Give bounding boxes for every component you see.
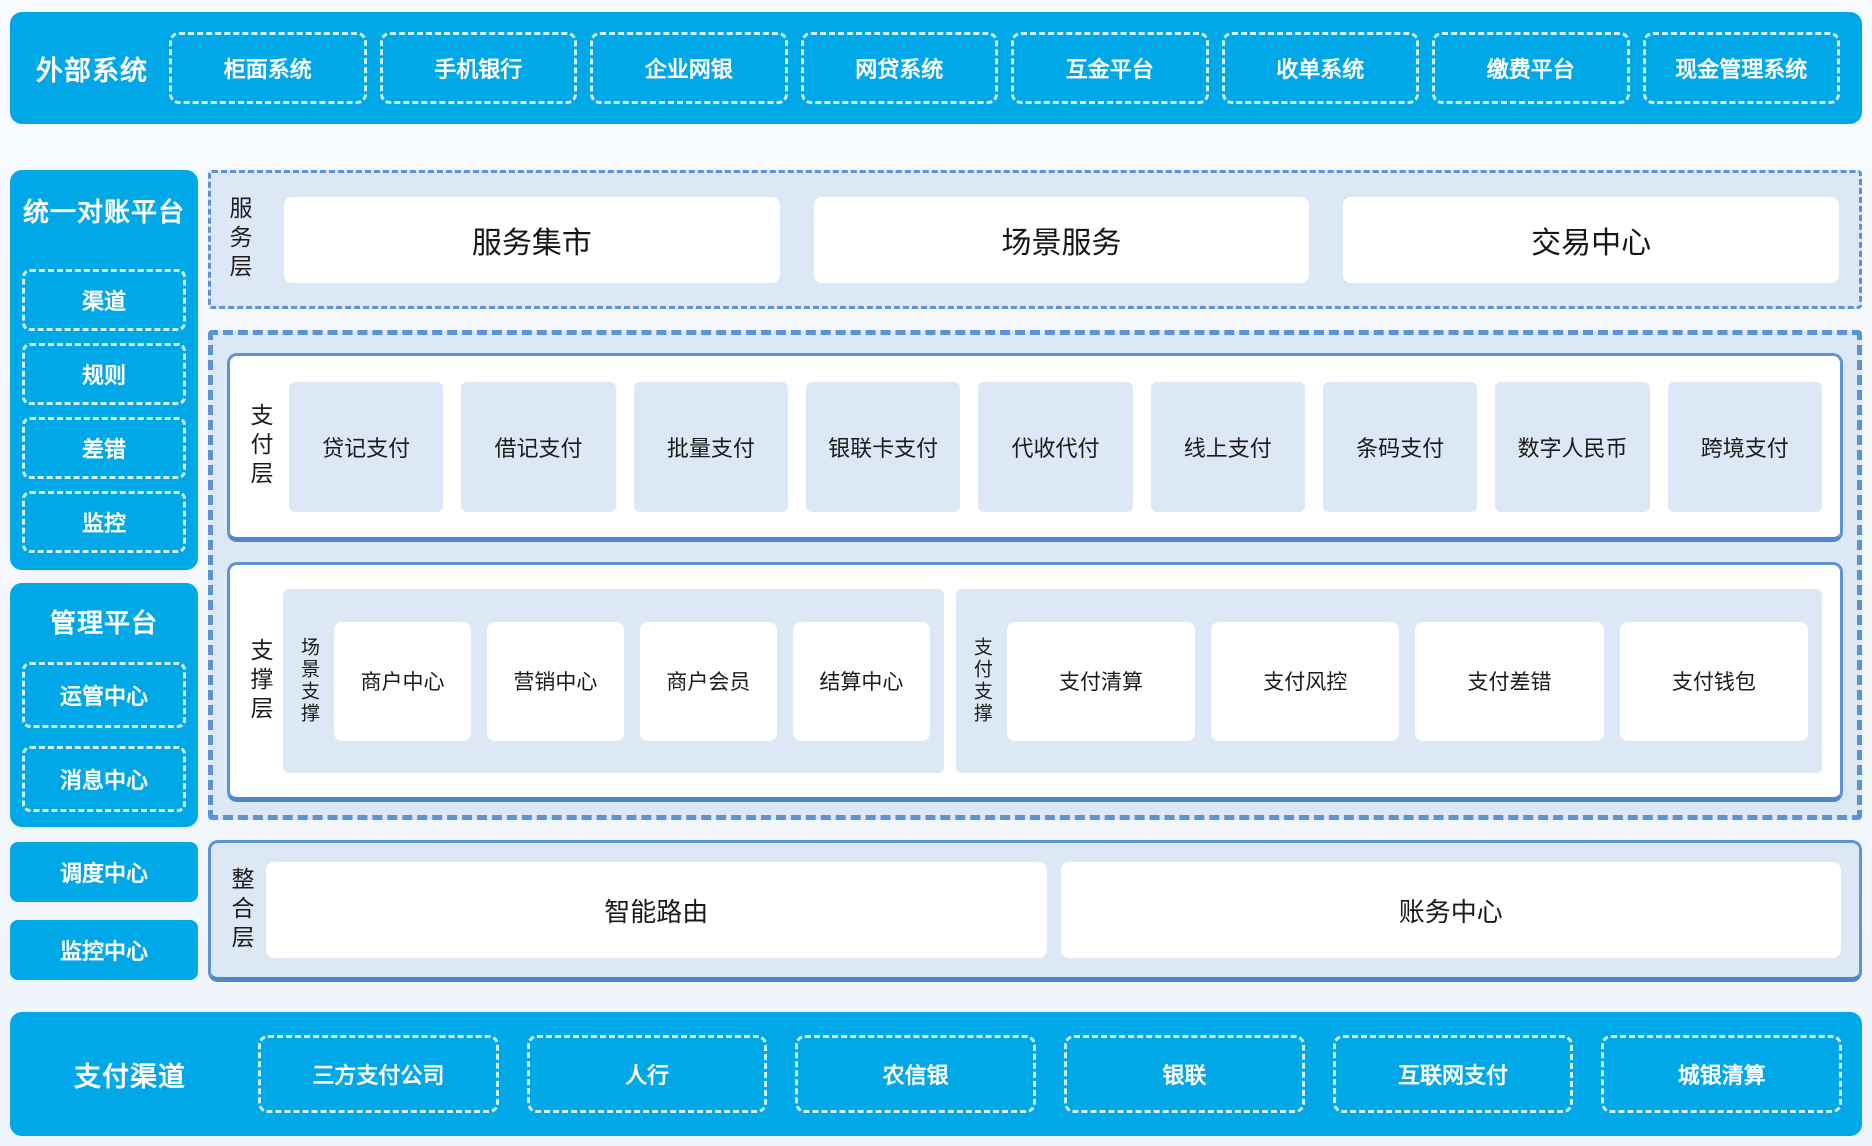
recon-platform-title: 统一对账平台 bbox=[22, 197, 185, 227]
integration-layer: 整合层 智能路由 账务中心 bbox=[208, 840, 1862, 982]
main-layers: 服务层 服务集市 场景服务 交易中心 支付层 贷记支付 借记支付 批量支付 银联… bbox=[208, 170, 1862, 982]
scene-support-node: 商户会员 bbox=[639, 621, 777, 741]
external-system-node: 手机银行 bbox=[379, 32, 577, 104]
payment-node: 贷记支付 bbox=[289, 381, 444, 512]
service-node: 场景服务 bbox=[813, 196, 1310, 283]
payment-channels-label: 支付渠道 bbox=[74, 1061, 186, 1092]
payment-node: 借记支付 bbox=[461, 381, 616, 512]
payment-support-node: 支付差错 bbox=[1415, 621, 1604, 741]
mgmt-platform-panel: 管理平台 运管中心 消息中心 bbox=[10, 583, 198, 827]
middle-region: 统一对账平台 渠道 规则 差错 监控 管理平台 运管中心 消息中心 调度中心 监… bbox=[10, 170, 1862, 982]
payment-support-wrapper: 支付层 贷记支付 借记支付 批量支付 银联卡支付 代收代付 线上支付 条码支付 … bbox=[208, 330, 1862, 820]
payment-node: 银联卡支付 bbox=[805, 381, 961, 512]
integration-layer-label: 整合层 bbox=[228, 866, 254, 954]
integration-node: 账务中心 bbox=[1060, 862, 1841, 958]
support-layer: 支撑层 场景支撑 商户中心 营销中心 商户会员 结算中心 支付支撑 支付清算 bbox=[227, 562, 1843, 802]
payment-node: 条码支付 bbox=[1322, 381, 1478, 512]
payment-channel-node: 互联网支付 bbox=[1332, 1035, 1574, 1113]
payment-channel-node: 银联 bbox=[1064, 1035, 1305, 1113]
scene-support-label: 场景支撑 bbox=[298, 637, 319, 725]
scene-support-node: 结算中心 bbox=[792, 621, 930, 741]
service-layer-label: 服务层 bbox=[226, 196, 252, 283]
dispatch-center-node: 调度中心 bbox=[10, 842, 198, 902]
integration-node: 智能路由 bbox=[266, 862, 1047, 958]
service-node: 交易中心 bbox=[1343, 196, 1840, 283]
recon-node: 差错 bbox=[22, 417, 186, 479]
scene-support-group: 场景支撑 商户中心 营销中心 商户会员 结算中心 bbox=[283, 589, 944, 773]
external-system-node: 互金平台 bbox=[1011, 32, 1209, 104]
scene-support-node: 商户中心 bbox=[334, 621, 471, 741]
payment-layer-label: 支付层 bbox=[247, 403, 273, 490]
scene-support-node: 营销中心 bbox=[486, 621, 624, 741]
recon-node: 渠道 bbox=[22, 269, 186, 331]
monitor-center-node: 监控中心 bbox=[10, 920, 198, 980]
external-system-node: 现金管理系统 bbox=[1642, 32, 1840, 104]
external-system-node: 网贷系统 bbox=[800, 32, 998, 104]
payment-layer: 支付层 贷记支付 借记支付 批量支付 银联卡支付 代收代付 线上支付 条码支付 … bbox=[227, 353, 1843, 542]
mgmt-node: 运管中心 bbox=[22, 662, 186, 728]
external-system-node: 企业网银 bbox=[590, 32, 788, 104]
external-systems-bar: 外部系统 柜面系统 手机银行 企业网银 网贷系统 互金平台 收单系统 缴费平台 … bbox=[10, 12, 1862, 124]
payment-node: 数字人民币 bbox=[1495, 381, 1650, 512]
support-groups: 场景支撑 商户中心 营销中心 商户会员 结算中心 支付支撑 支付清算 支付风控 … bbox=[283, 589, 1822, 773]
external-system-node: 缴费平台 bbox=[1432, 32, 1630, 104]
payment-support-group: 支付支撑 支付清算 支付风控 支付差错 支付钱包 bbox=[955, 589, 1822, 773]
payment-node: 批量支付 bbox=[633, 381, 788, 512]
payment-support-node: 支付清算 bbox=[1006, 621, 1196, 741]
payment-support-node: 支付风控 bbox=[1211, 621, 1400, 741]
payment-channels-bar: 支付渠道 三方支付公司 人行 农信银 银联 互联网支付 城银清算 bbox=[10, 1012, 1862, 1136]
payment-channel-node: 城银清算 bbox=[1601, 1035, 1843, 1113]
payment-node: 代收代付 bbox=[978, 381, 1133, 512]
external-systems-label: 外部系统 bbox=[36, 55, 148, 86]
recon-node: 规则 bbox=[22, 343, 186, 405]
service-node: 服务集市 bbox=[284, 196, 780, 283]
payment-support-node: 支付钱包 bbox=[1619, 621, 1808, 741]
payment-node: 线上支付 bbox=[1150, 381, 1305, 512]
external-system-node: 收单系统 bbox=[1221, 32, 1419, 104]
payment-channel-node: 人行 bbox=[526, 1035, 768, 1113]
payment-channel-node: 三方支付公司 bbox=[258, 1035, 499, 1113]
payment-support-label: 支付支撑 bbox=[970, 637, 992, 725]
recon-node: 监控 bbox=[22, 491, 186, 553]
payment-channel-node: 农信银 bbox=[795, 1035, 1037, 1113]
support-layer-label: 支撑层 bbox=[247, 637, 273, 725]
mgmt-platform-title: 管理平台 bbox=[49, 608, 158, 638]
mgmt-node: 消息中心 bbox=[22, 746, 186, 812]
external-system-node: 柜面系统 bbox=[169, 32, 367, 104]
service-layer: 服务层 服务集市 场景服务 交易中心 bbox=[208, 170, 1862, 309]
recon-platform-panel: 统一对账平台 渠道 规则 差错 监控 bbox=[10, 170, 198, 570]
payment-node: 跨境支付 bbox=[1667, 381, 1822, 512]
sidebar: 统一对账平台 渠道 规则 差错 监控 管理平台 运管中心 消息中心 调度中心 监… bbox=[10, 170, 198, 982]
